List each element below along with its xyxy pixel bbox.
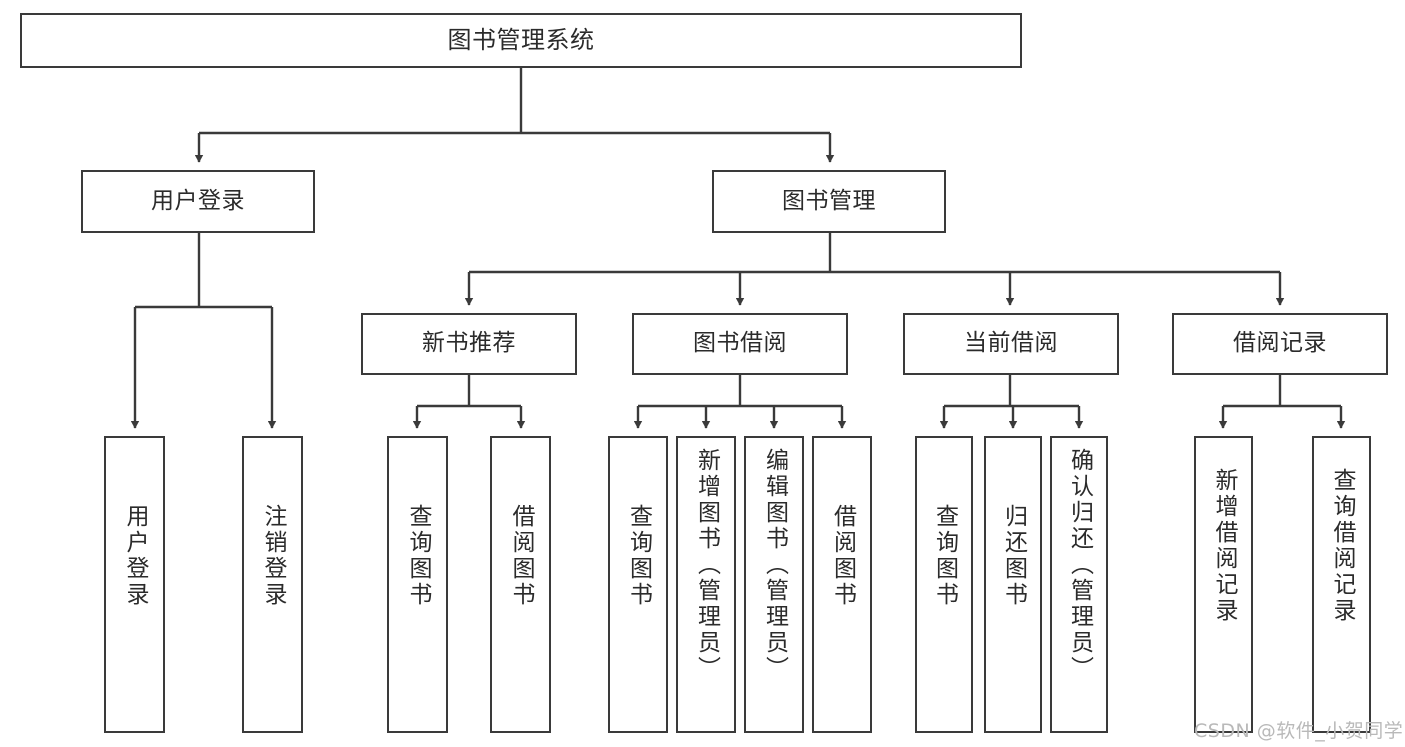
node-label: 借阅图书 <box>508 504 534 608</box>
csdn-watermark: CSDN @软件_小贺同学 <box>1194 720 1404 742</box>
node-borrow-record[interactable]: 借阅记录 <box>1172 313 1388 375</box>
node-book-borrow[interactable]: 图书借阅 <box>632 313 848 375</box>
node-label: 新书推荐 <box>422 330 516 357</box>
leaf-query-book-3[interactable]: 查询图书 <box>915 436 973 733</box>
node-current-borrow[interactable]: 当前借阅 <box>903 313 1119 375</box>
node-label: 用户登录 <box>122 504 148 608</box>
leaf-add-book[interactable]: 新增图书（管理员） <box>676 436 736 733</box>
node-label: 查询图书 <box>405 504 431 608</box>
node-label: 编辑图书（管理员） <box>761 448 788 682</box>
node-label: 查询图书 <box>625 504 652 608</box>
leaf-edit-book[interactable]: 编辑图书（管理员） <box>744 436 804 733</box>
node-label: 图书借阅 <box>693 330 787 357</box>
leaf-user-login[interactable]: 用户登录 <box>104 436 165 733</box>
leaf-borrow-book-2[interactable]: 借阅图书 <box>812 436 872 733</box>
node-label: 查询图书 <box>931 504 958 608</box>
node-book-manage[interactable]: 图书管理 <box>712 170 946 233</box>
node-new-book-recommend[interactable]: 新书推荐 <box>361 313 577 375</box>
leaf-logout[interactable]: 注销登录 <box>242 436 303 733</box>
node-label: 图书管理系统 <box>447 26 595 55</box>
leaf-query-record[interactable]: 查询借阅记录 <box>1312 436 1371 733</box>
leaf-query-book-2[interactable]: 查询图书 <box>608 436 668 733</box>
node-label: 当前借阅 <box>964 330 1058 357</box>
node-user-login[interactable]: 用户登录 <box>81 170 315 233</box>
leaf-query-book-1[interactable]: 查询图书 <box>387 436 448 733</box>
leaf-borrow-book-1[interactable]: 借阅图书 <box>490 436 551 733</box>
node-label: 新增借阅记录 <box>1211 468 1237 624</box>
node-label: 用户登录 <box>151 187 245 214</box>
node-label: 借阅图书 <box>829 504 856 608</box>
node-label: 图书管理 <box>782 187 876 214</box>
leaf-add-record[interactable]: 新增借阅记录 <box>1194 436 1253 733</box>
leaf-confirm-return[interactable]: 确认归还（管理员） <box>1050 436 1108 733</box>
node-label: 归还图书 <box>1000 504 1027 608</box>
node-label: 确认归还（管理员） <box>1066 448 1093 682</box>
node-label: 新增图书（管理员） <box>693 448 720 682</box>
node-label: 借阅记录 <box>1233 330 1327 357</box>
node-root-system[interactable]: 图书管理系统 <box>20 13 1022 68</box>
node-label: 查询借阅记录 <box>1329 468 1355 624</box>
node-label: 注销登录 <box>260 504 286 608</box>
leaf-return-book[interactable]: 归还图书 <box>984 436 1042 733</box>
